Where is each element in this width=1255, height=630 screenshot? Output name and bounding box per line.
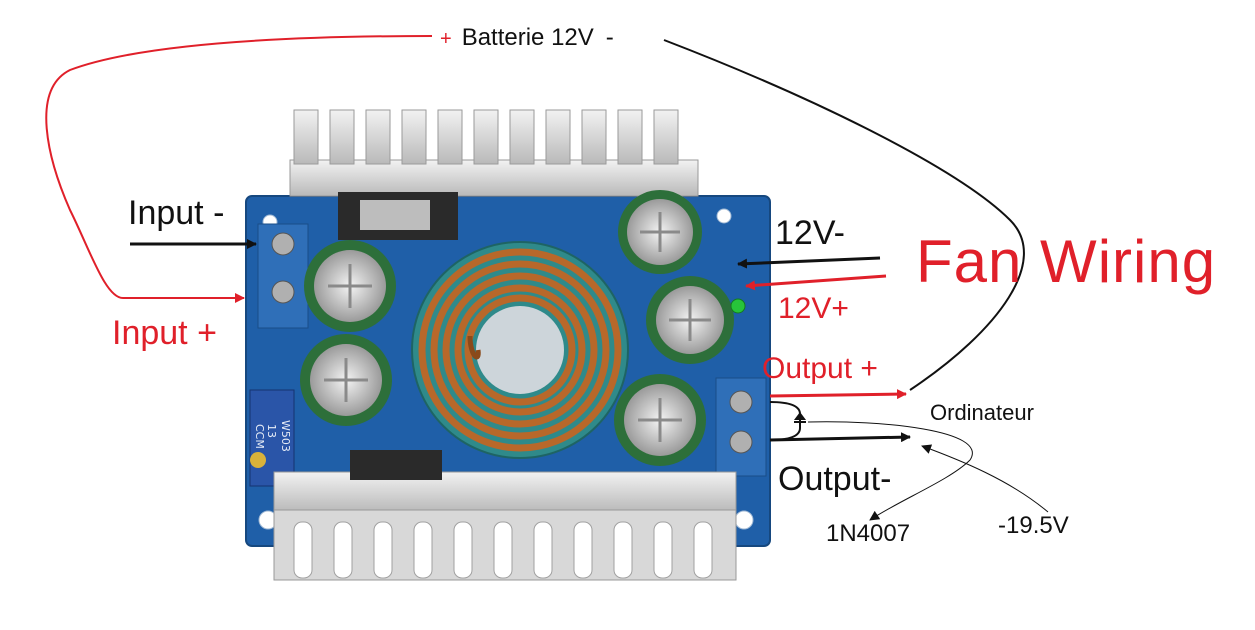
battery-positive-wire	[45, 35, 433, 303]
potentiometer: W503 13 CCM	[249, 389, 295, 487]
battery-minus-sign: -	[605, 24, 614, 51]
pot-label-2: 13	[265, 424, 278, 438]
fan-wiring-title: Fan Wiring	[916, 228, 1217, 295]
voltage-pointer-line	[921, 444, 1049, 513]
battery-negative-wire	[663, 39, 1025, 391]
fan-plus-label: 12V+	[778, 292, 849, 325]
output-minus-label: Output-	[778, 460, 892, 498]
converter-board: W503 13 CCM	[245, 109, 771, 581]
capacitor	[300, 334, 392, 426]
capacitor	[614, 374, 706, 466]
fan-minus-label: 12V-	[775, 214, 845, 252]
output-plus-label: Output +	[762, 352, 878, 385]
status-led	[730, 298, 746, 314]
input-terminal	[257, 223, 309, 329]
battery-label: + Batterie 12V-	[440, 26, 614, 50]
diode-symbol	[769, 401, 806, 441]
toroid-inductor	[411, 241, 629, 459]
capacitor	[304, 240, 396, 332]
load-label: Ordinateur	[930, 400, 1034, 425]
input-plus-label: Input +	[112, 314, 217, 352]
output-plus-arrow	[769, 389, 907, 400]
output-minus-arrow	[769, 432, 911, 443]
output-terminal	[715, 377, 767, 477]
fan-plus-arrow	[745, 274, 887, 291]
battery-plus-sign: +	[440, 28, 452, 50]
mount-hole	[734, 510, 754, 530]
pot-label-1: W503	[279, 420, 292, 452]
diode-pointer-line	[807, 421, 973, 521]
battery-name: Batterie 12V	[461, 24, 594, 51]
bottom-heatsink	[273, 450, 737, 581]
voltage-label: -19.5V	[998, 512, 1069, 539]
diode-label: 1N4007	[826, 520, 911, 547]
fan-minus-arrow	[737, 256, 881, 269]
input-minus-label: Input -	[128, 194, 225, 232]
mount-hole	[716, 208, 732, 224]
top-heatsink	[289, 109, 699, 240]
capacitor	[618, 190, 702, 274]
capacitor	[646, 276, 734, 364]
pot-label-3: CCM	[253, 424, 266, 449]
